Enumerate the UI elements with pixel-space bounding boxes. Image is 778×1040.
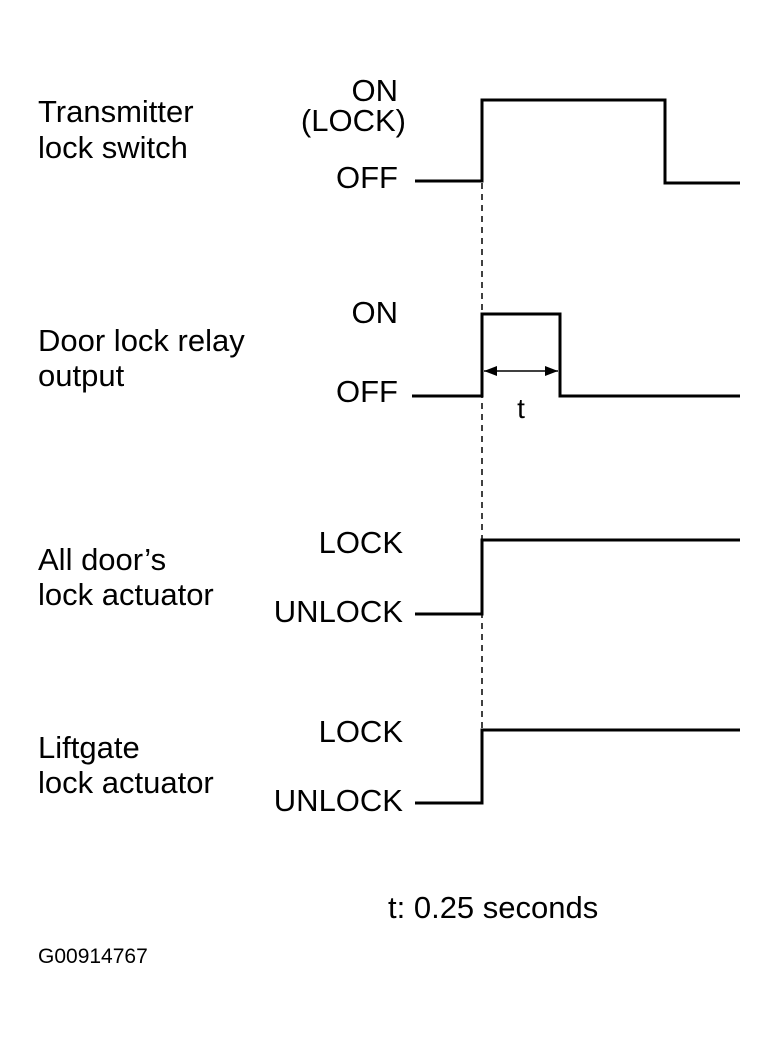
state-high-label: ON	[352, 295, 399, 330]
signal-door-lock-relay-output: Door lock relay output ON OFF t	[38, 295, 740, 424]
waveform	[415, 98, 740, 185]
signal-name-line1: All door’s	[38, 542, 166, 577]
waveform	[412, 312, 740, 398]
signal-transmitter-lock-switch: Transmitter lock switch ON (LOCK) OFF	[38, 73, 740, 195]
signal-name-line1: Door lock relay	[38, 323, 245, 358]
state-high-extra-label: (LOCK)	[301, 103, 406, 138]
state-low-label: OFF	[336, 160, 398, 195]
pulse-label: t	[517, 393, 525, 424]
state-low-label: UNLOCK	[274, 783, 404, 818]
signal-name-line2: lock actuator	[38, 577, 214, 612]
waveform	[415, 728, 740, 805]
waveform	[415, 538, 740, 616]
state-low-label: UNLOCK	[274, 594, 404, 629]
signal-name-line2: lock actuator	[38, 765, 214, 800]
signal-name-line1: Transmitter	[38, 94, 194, 129]
signal-all-doors-lock-actuator: All door’s lock actuator LOCK UNLOCK	[38, 525, 740, 629]
state-high-label: ON	[352, 73, 399, 108]
signal-name-line1: Liftgate	[38, 730, 140, 765]
right-arrow-icon	[545, 366, 558, 376]
state-high-label: LOCK	[319, 525, 404, 560]
signal-liftgate-lock-actuator: Liftgate lock actuator LOCK UNLOCK	[38, 714, 740, 818]
signal-name-line2: lock switch	[38, 130, 188, 165]
time-footnote: t: 0.25 seconds	[388, 890, 598, 925]
state-high-label: LOCK	[319, 714, 404, 749]
state-low-label: OFF	[336, 374, 398, 409]
signal-name-line2: output	[38, 358, 125, 393]
left-arrow-icon	[484, 366, 497, 376]
figure-code: G00914767	[38, 945, 148, 968]
pulse-width-dimension: t	[484, 366, 558, 424]
